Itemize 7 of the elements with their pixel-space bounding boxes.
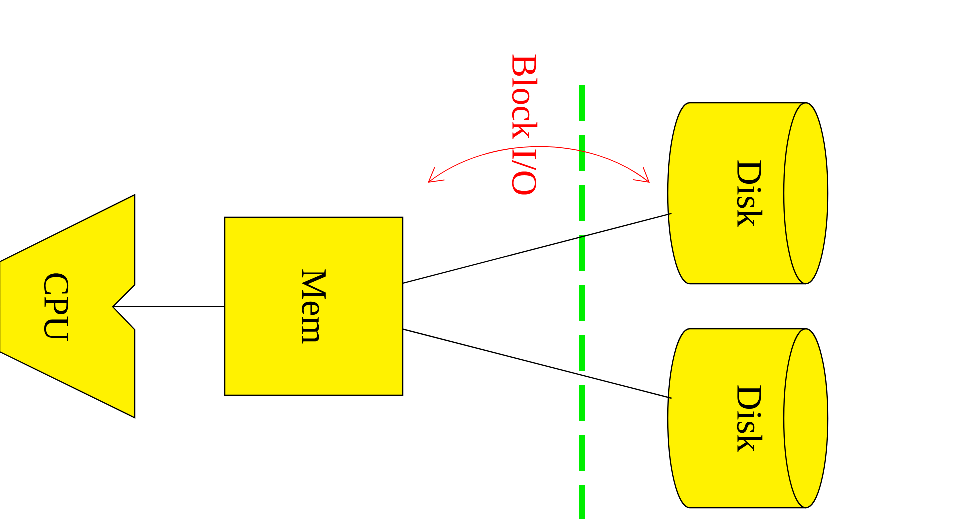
disk-cylinder: Disk — [667, 102, 829, 285]
arrow-label: Block I/O — [512, 54, 538, 195]
connector-line — [403, 328, 672, 400]
connector-line — [403, 213, 672, 284]
disk-cylinder: Disk — [667, 328, 829, 509]
memory-box: Mem — [224, 216, 404, 396]
connector-line — [113, 306, 225, 308]
